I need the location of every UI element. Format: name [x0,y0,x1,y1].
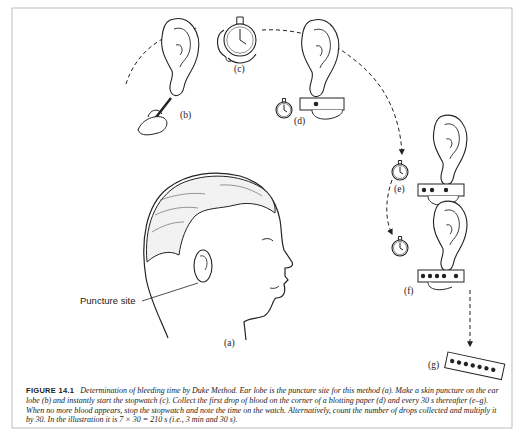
panel-letter: (e) [394,184,405,195]
figure-frame [12,8,512,428]
head-profile [142,173,293,340]
leader-line [142,283,198,301]
figure-number: FIGURE 14.1 [26,386,74,395]
blotting-first-drop [276,20,344,120]
ear-puncture [138,19,199,135]
panel-letter: (c) [234,64,245,75]
puncture-site-label: Puncture site [80,296,135,307]
figure-caption: Determination of bleeding time by Duke M… [26,386,499,424]
blotting-drops-e [392,115,467,205]
stopwatch-start [217,17,256,63]
panel-letter: (d) [294,116,305,127]
panel-letter: (f) [404,286,414,297]
caption-block: FIGURE 14.1Determination of bleeding tim… [26,386,502,425]
panel-letter: (b) [180,110,191,121]
blotting-drops-f [392,201,467,290]
blotting-strip-final [445,352,505,380]
panel-letter: (a) [224,338,235,349]
panel-letter: (g) [428,360,439,371]
